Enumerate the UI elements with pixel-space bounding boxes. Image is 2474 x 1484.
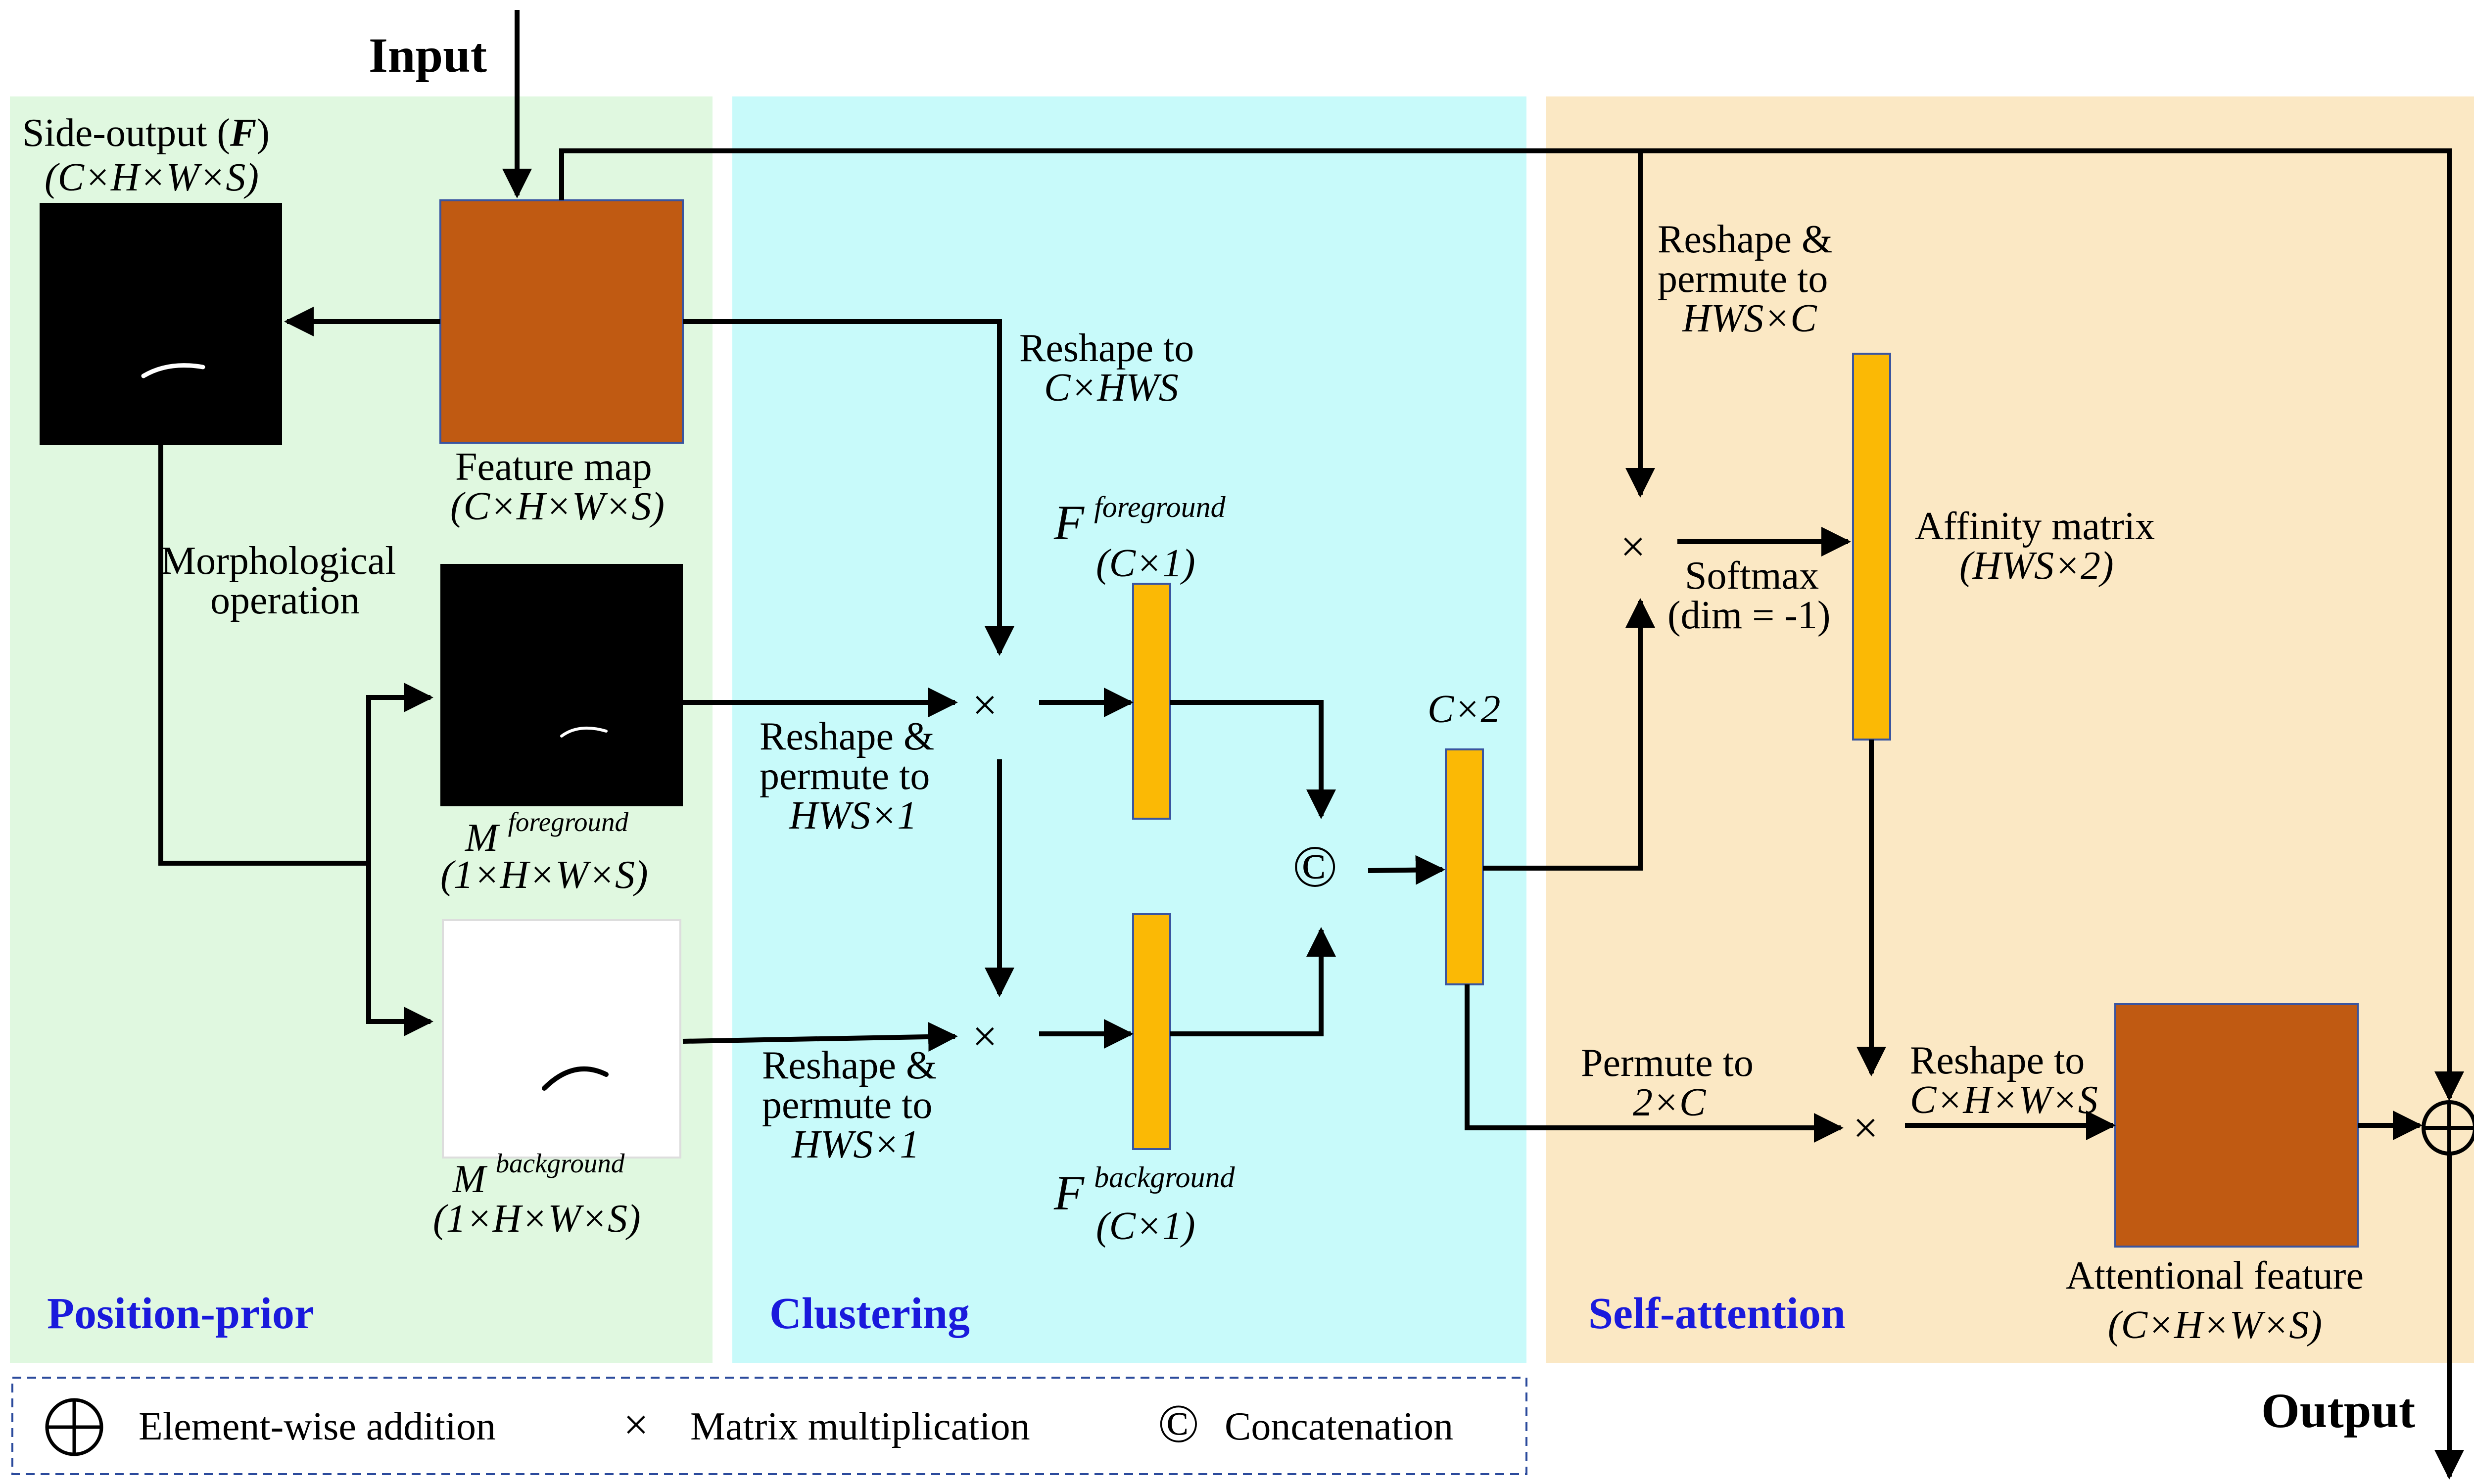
reshape-chws-line2: C×HWS — [1044, 366, 1179, 410]
reshape-out-line2: C×H×W×S — [1910, 1078, 2098, 1122]
f-background-vector — [1132, 913, 1171, 1150]
clustering-panel — [732, 96, 1526, 1363]
output-label: Output — [2261, 1383, 2415, 1438]
side-output-title: Side-output (F) — [22, 111, 270, 155]
mult-symbol-affinity: × — [1620, 522, 1646, 571]
add-symbol — [2422, 1100, 2474, 1156]
feature-map-dims: (C×H×W×S) — [450, 485, 665, 528]
m-background-dims: (1×H×W×S) — [433, 1197, 641, 1241]
mult-symbol-bg: × — [972, 1012, 998, 1061]
legend-mult-icon: × — [623, 1400, 649, 1449]
section-title-position-prior: Position-prior — [47, 1289, 314, 1338]
legend-concat-label: Concatenation — [1225, 1405, 1453, 1448]
c2-label: C×2 — [1427, 688, 1500, 731]
concat-symbol: © — [1292, 834, 1337, 899]
m-foreground-structure — [560, 726, 608, 738]
legend-add-icon — [45, 1398, 103, 1456]
connectors — [158, 10, 2464, 1480]
attentional-feature-block — [2114, 1003, 2359, 1248]
m-background-structure — [542, 1066, 609, 1091]
reshape-bg-line2: permute to — [762, 1083, 932, 1127]
m-background-image — [442, 919, 681, 1159]
attentional-label-line2: (C×H×W×S) — [2108, 1303, 2322, 1347]
legend-mult-label: Matrix multiplication — [690, 1405, 1030, 1448]
feature-map-block — [439, 199, 684, 444]
reshape-hwsc-line2: permute to — [1658, 257, 1828, 301]
reshape-fg-line2: permute to — [760, 754, 930, 798]
reshape-bg-line1: Reshape & — [762, 1044, 937, 1087]
f-foreground-dims: (C×1) — [1096, 542, 1195, 585]
reshape-out-line1: Reshape to — [1910, 1039, 2085, 1082]
m-foreground-image — [440, 564, 683, 806]
section-title-clustering: Clustering — [769, 1289, 970, 1338]
legend-box — [11, 1377, 1527, 1475]
softmax-line2: (dim = -1) — [1667, 594, 1831, 637]
affinity-matrix-vector — [1852, 353, 1891, 741]
input-label: Input — [369, 28, 487, 83]
softmax-line1: Softmax — [1685, 554, 1819, 598]
reshape-hwsc-line3: HWS×C — [1682, 297, 1817, 340]
side-output-structure — [141, 363, 205, 378]
mult-symbol-fg: × — [972, 681, 998, 730]
section-title-self-attention: Self-attention — [1588, 1289, 1846, 1338]
legend-add-label: Element-wise addition — [139, 1405, 496, 1448]
morph-label-line1: Morphological — [161, 539, 396, 583]
mult-symbol-output: × — [1853, 1104, 1878, 1153]
affinity-label-line1: Affinity matrix — [1915, 505, 2155, 548]
legend-concat-icon: © — [1158, 1393, 1199, 1454]
reshape-bg-line3: HWS×1 — [791, 1123, 919, 1166]
f-background-dims: (C×1) — [1096, 1205, 1195, 1248]
affinity-label-line2: (HWS×2) — [1959, 544, 2114, 588]
side-output-dims: (C×H×W×S) — [45, 156, 259, 199]
m-foreground-dims: (1×H×W×S) — [440, 853, 648, 897]
reshape-fg-line3: HWS×1 — [789, 794, 917, 837]
c2-vector — [1445, 748, 1484, 985]
morph-label-line2: operation — [210, 579, 360, 622]
f-foreground-vector — [1132, 583, 1171, 820]
feature-map-label: Feature map — [455, 445, 652, 489]
reshape-fg-line1: Reshape & — [760, 715, 934, 758]
attentional-label-line1: Attentional feature — [2066, 1254, 2364, 1298]
reshape-hwsc-line1: Reshape & — [1658, 218, 1832, 261]
permute-2c-line2: 2×C — [1633, 1081, 1707, 1124]
permute-2c-line1: Permute to — [1581, 1041, 1754, 1085]
side-output-image — [40, 203, 282, 445]
reshape-chws-line1: Reshape to — [1019, 326, 1194, 370]
